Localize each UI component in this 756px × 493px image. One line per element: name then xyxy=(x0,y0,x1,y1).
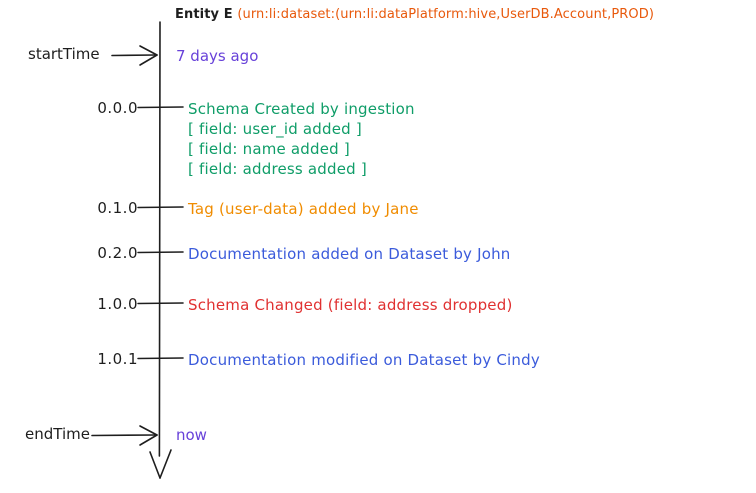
end-time-arrow-icon xyxy=(91,425,158,446)
event-line: [ field: name added ] xyxy=(188,140,350,158)
entity-urn: (urn:li:dataset:(urn:li:dataPlatform:hiv… xyxy=(237,7,655,22)
down-arrow-icon xyxy=(149,449,172,479)
version-label: 0.1.0 xyxy=(97,199,138,217)
event-description: Documentation modified on Dataset by Cin… xyxy=(188,350,540,370)
event-line: [ field: user_id added ] xyxy=(188,120,362,138)
timeline-line xyxy=(158,21,161,457)
version-label: 1.0.1 xyxy=(97,350,138,368)
version-ticks xyxy=(137,106,184,360)
start-time-label: startTime xyxy=(28,45,100,63)
start-time-arrow-icon xyxy=(111,45,158,66)
event-line: Documentation added on Dataset by John xyxy=(188,245,511,263)
start-time-value: 7 days ago xyxy=(176,47,259,65)
end-time-label: endTime xyxy=(25,425,90,443)
entity-title: Entity E (urn:li:dataset:(urn:li:dataPla… xyxy=(175,7,654,22)
event-description: Schema Created by ingestion [ field: user… xyxy=(188,99,415,179)
entity-name: Entity E xyxy=(175,7,238,22)
version-label: 1.0.0 xyxy=(97,295,138,313)
event-description: Tag (user-data) added by Jane xyxy=(188,199,419,219)
version-label: 0.2.0 xyxy=(97,244,138,262)
event-line: Schema Created by ingestion xyxy=(188,100,415,118)
end-time-value: now xyxy=(176,426,207,444)
event-description: Documentation added on Dataset by John xyxy=(188,244,511,264)
event-line: Tag (user-data) added by Jane xyxy=(188,200,419,218)
event-line: Schema Changed (field: address dropped) xyxy=(188,296,513,314)
event-description: Schema Changed (field: address dropped) xyxy=(188,295,513,315)
version-label: 0.0.0 xyxy=(97,99,138,117)
event-line: Documentation modified on Dataset by Cin… xyxy=(188,351,540,369)
event-line: [ field: address added ] xyxy=(188,160,367,178)
